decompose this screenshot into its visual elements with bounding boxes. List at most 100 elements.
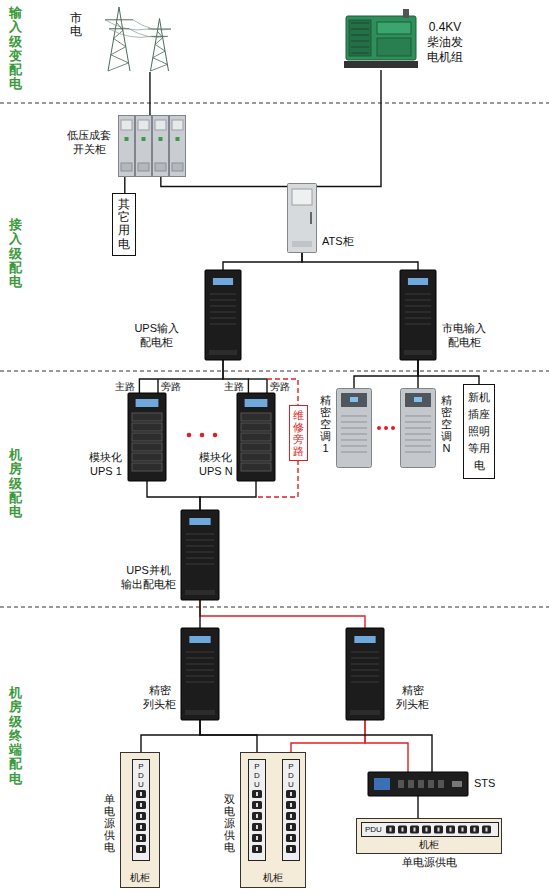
gen-illustration <box>343 6 419 70</box>
illustration-part <box>337 389 372 468</box>
pdu-socket <box>252 823 262 831</box>
illustration-part <box>405 306 431 307</box>
power-cable <box>302 253 418 270</box>
illustration-part <box>138 120 149 130</box>
illustration-part <box>210 312 236 313</box>
illustration-part <box>241 453 271 461</box>
illustration-part <box>344 61 418 68</box>
illustration-part <box>346 628 384 720</box>
ats-cabinet: ATS柜 <box>287 183 317 253</box>
tower-illustration <box>92 6 182 72</box>
pdu-socket-pin <box>140 836 142 840</box>
illustration-part <box>241 433 271 441</box>
pdu-socket-pin <box>290 825 292 829</box>
power-line-wire <box>109 29 151 38</box>
pdu-socket-pin <box>390 828 392 832</box>
illustration-part <box>351 664 379 665</box>
sts-switch: STS <box>368 772 468 796</box>
illustration-part <box>155 120 166 130</box>
illustration-part <box>351 23 369 24</box>
section-label: 机房级终端配电 <box>9 686 22 786</box>
illustration-part <box>121 163 132 171</box>
illustration-part <box>341 393 367 407</box>
ac-illustration <box>400 388 436 468</box>
modular-ups: 模块化 UPS 1 <box>128 393 166 481</box>
label-slot: 旁路 <box>161 382 181 392</box>
label-slot: 机房级配电 <box>9 448 22 519</box>
illustration-part <box>341 452 367 453</box>
illustration-part <box>292 241 312 247</box>
illustration-part <box>186 676 214 677</box>
pdu-socket <box>136 823 146 831</box>
illustration-part <box>125 137 129 141</box>
illustration-part <box>189 518 210 525</box>
illustration-part <box>341 428 367 429</box>
pdu-socket-pin <box>450 828 452 832</box>
power-cable <box>200 600 365 628</box>
pdu-socket <box>458 826 467 834</box>
equipment-label: 其它用电 <box>118 198 130 251</box>
equipment-label: PDU <box>253 763 261 789</box>
illustration-part <box>368 772 468 796</box>
label-slot: PDU <box>362 823 498 836</box>
illustration-part <box>341 422 367 423</box>
illustration-part <box>132 433 162 441</box>
illustration-part <box>351 29 369 30</box>
label-slot: UPS并机 输出配电柜 <box>121 564 176 592</box>
pdu-socket-pin <box>438 828 440 832</box>
label-slot: 单电源供电 <box>104 793 115 853</box>
equipment-label: 维修旁路 <box>293 409 304 457</box>
pdu-socket <box>136 790 146 798</box>
power-cable <box>139 360 223 393</box>
label-slot: 模块化 UPS 1 <box>88 451 124 479</box>
equipment-label: 机柜 <box>130 872 150 885</box>
pdu-socket <box>286 801 296 809</box>
section-separators <box>0 103 549 607</box>
diesel-generator: 0.4KV 柴油发 电机组 <box>343 6 419 70</box>
equipment-label: STS <box>474 777 495 791</box>
pdu-socket-pin <box>256 847 258 851</box>
bypass-bus <box>248 378 267 379</box>
illustration-part <box>405 324 431 325</box>
power-cable <box>200 481 256 510</box>
ellipsis-dot <box>187 433 192 438</box>
illustration-part <box>408 278 428 285</box>
equipment-label: 双电源供电 <box>224 793 235 853</box>
illustration-part <box>209 350 237 355</box>
illustration-part <box>186 670 214 671</box>
illustration-part <box>405 318 431 319</box>
label-slot: 双电源供电 <box>224 793 235 853</box>
illustration-part <box>351 35 369 36</box>
server-rack: PDU单电源供电机柜 <box>120 752 160 888</box>
illustration-part <box>438 780 444 788</box>
pdu-socket-pin <box>256 836 258 840</box>
ups-output-cabinet: UPS并机 输出配电柜 <box>181 510 219 600</box>
pdu-socket <box>136 834 146 842</box>
pdu-socket <box>446 826 455 834</box>
illustration-part <box>351 676 379 677</box>
pdu-socket-pin <box>140 803 142 807</box>
illustration-part <box>172 120 183 130</box>
illustration-part <box>210 294 236 295</box>
illustration-part <box>374 778 390 790</box>
illustration-part <box>351 658 379 659</box>
illustration-part <box>186 534 214 535</box>
modular-ups: 模块化 UPS N <box>237 393 275 481</box>
illustration-part <box>414 397 422 402</box>
equipment-label: 精密空调N <box>441 394 452 454</box>
row-head-cabinet: 精密 列头柜 <box>181 628 219 720</box>
label-slot: 主路 <box>115 382 135 392</box>
illustration-part <box>401 389 436 468</box>
label-slot: 机柜 <box>263 872 283 885</box>
illustration-part <box>288 184 317 253</box>
equipment-label: 单电源供电 <box>104 793 115 853</box>
pdu-socket <box>286 790 296 798</box>
pdu-socket-pin <box>256 814 258 818</box>
equipment-label: 低压成套 开关柜 <box>67 129 111 157</box>
illustration-part <box>351 682 379 683</box>
pdu-socket-pin <box>256 803 258 807</box>
label-slot: 机房级终端配电 <box>9 686 22 786</box>
feed-label: 主路 <box>115 382 135 392</box>
illustration-part <box>341 416 367 417</box>
pdu-socket-pin <box>290 847 292 851</box>
